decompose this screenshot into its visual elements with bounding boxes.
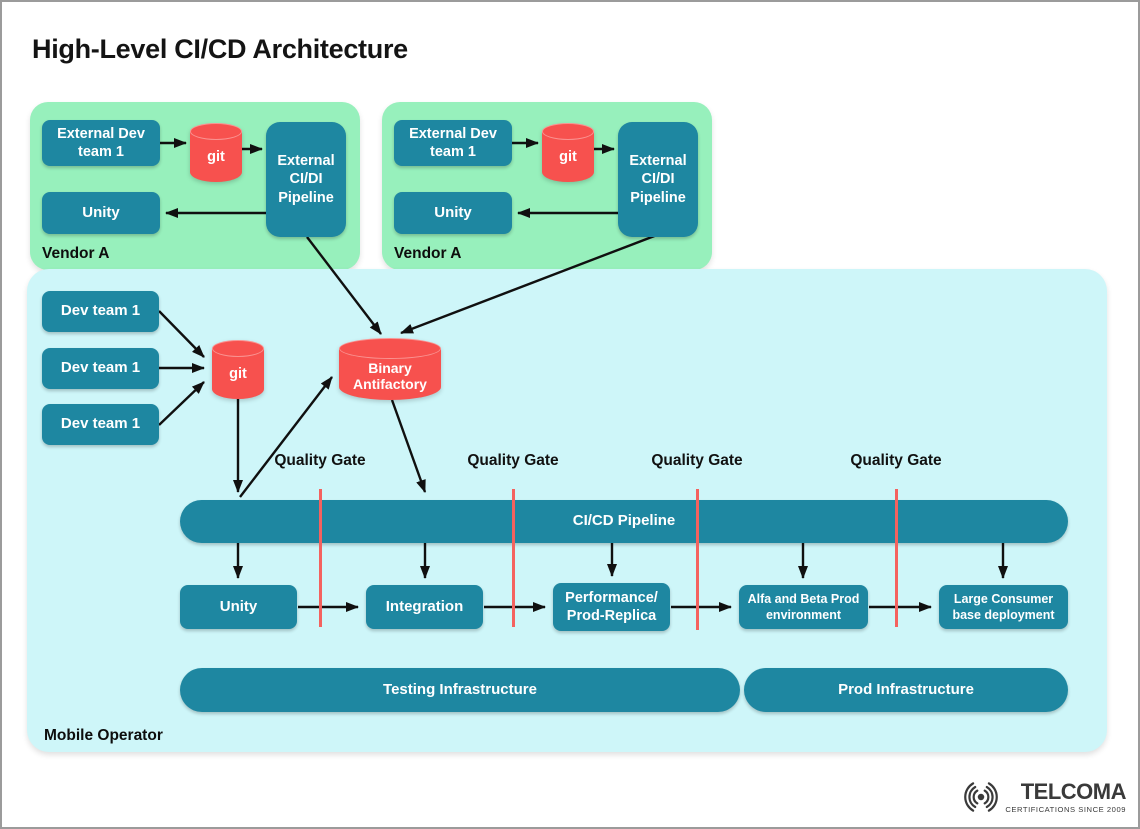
binary-antifactory-cylinder: Binary Antifactory	[339, 338, 441, 400]
vendor1-unity-box: Unity	[42, 192, 160, 234]
arrow-extpipe1-to-binary	[306, 236, 382, 335]
vendor1-git-label: git	[207, 149, 225, 166]
quality-gate-line-3	[696, 489, 699, 630]
telcoma-tagline-text: CERTIFICATIONS SINCE 2009	[1005, 804, 1126, 814]
vendor2-unity-box: Unity	[394, 192, 512, 234]
arrow-pipeline-to-binary	[239, 376, 333, 498]
telcoma-signal-icon	[964, 782, 999, 812]
dev-team-box-1: Dev team 1	[42, 291, 159, 332]
dev-team-box-2: Dev team 1	[42, 348, 159, 389]
mobile-operator-label: Mobile Operator	[44, 727, 163, 744]
stage-large-consumer-box: Large Consumer base deployment	[939, 585, 1068, 629]
page-title: High-Level CI/CD Architecture	[32, 34, 408, 64]
vendor2-external-dev-team-box: External Dev team 1	[394, 120, 512, 166]
vendor1-external-dev-team-box: External Dev team 1	[42, 120, 160, 166]
testing-infrastructure-bar: Testing Infrastructure	[180, 668, 740, 712]
stage-alfa-beta-prod-box: Alfa and Beta Prod environment	[739, 585, 868, 629]
telcoma-brand-text: TELCOMA	[1020, 778, 1127, 804]
vendor1-label: Vendor A	[42, 245, 110, 262]
vendor2-label: Vendor A	[394, 245, 462, 262]
arrow-binary-to-pipeline	[390, 399, 427, 493]
arrow-devteam1-to-git	[158, 310, 205, 358]
binary-antifactory-label: Binary Antifactory	[353, 359, 427, 392]
arrow-extpipe2-to-binary	[400, 233, 658, 335]
operator-git-label: git	[229, 366, 247, 383]
dev-team-box-3: Dev team 1	[42, 404, 159, 445]
stage-integration-box: Integration	[366, 585, 483, 629]
quality-gate-line-4	[895, 489, 898, 627]
operator-git-cylinder: git	[212, 340, 264, 399]
vendor1-external-cicd-pipeline-box: External CI/DI Pipeline	[266, 122, 346, 237]
vendor2-external-cicd-pipeline-box: External CI/DI Pipeline	[618, 122, 698, 237]
quality-gate-line-1	[319, 489, 322, 627]
quality-gate-label-2: Quality Gate	[467, 452, 559, 469]
vendor1-git-cylinder: git	[190, 123, 242, 182]
vendor2-git-cylinder: git	[542, 123, 594, 182]
arrow-devteam3-to-git	[158, 381, 205, 426]
quality-gate-label-4: Quality Gate	[850, 452, 942, 469]
quality-gate-label-1: Quality Gate	[274, 452, 366, 469]
cicd-pipeline-bar: CI/CD Pipeline	[180, 500, 1068, 543]
vendor2-git-label: git	[559, 149, 577, 166]
stage-unity-box: Unity	[180, 585, 297, 629]
quality-gate-label-3: Quality Gate	[651, 452, 743, 469]
prod-infrastructure-bar: Prod Infrastructure	[744, 668, 1068, 712]
stage-performance-prod-replica-box: Performance/ Prod-Replica	[553, 583, 670, 631]
quality-gate-line-2	[512, 489, 515, 627]
telcoma-logo: TELCOMA CERTIFICATIONS SINCE 2009	[960, 778, 1127, 815]
